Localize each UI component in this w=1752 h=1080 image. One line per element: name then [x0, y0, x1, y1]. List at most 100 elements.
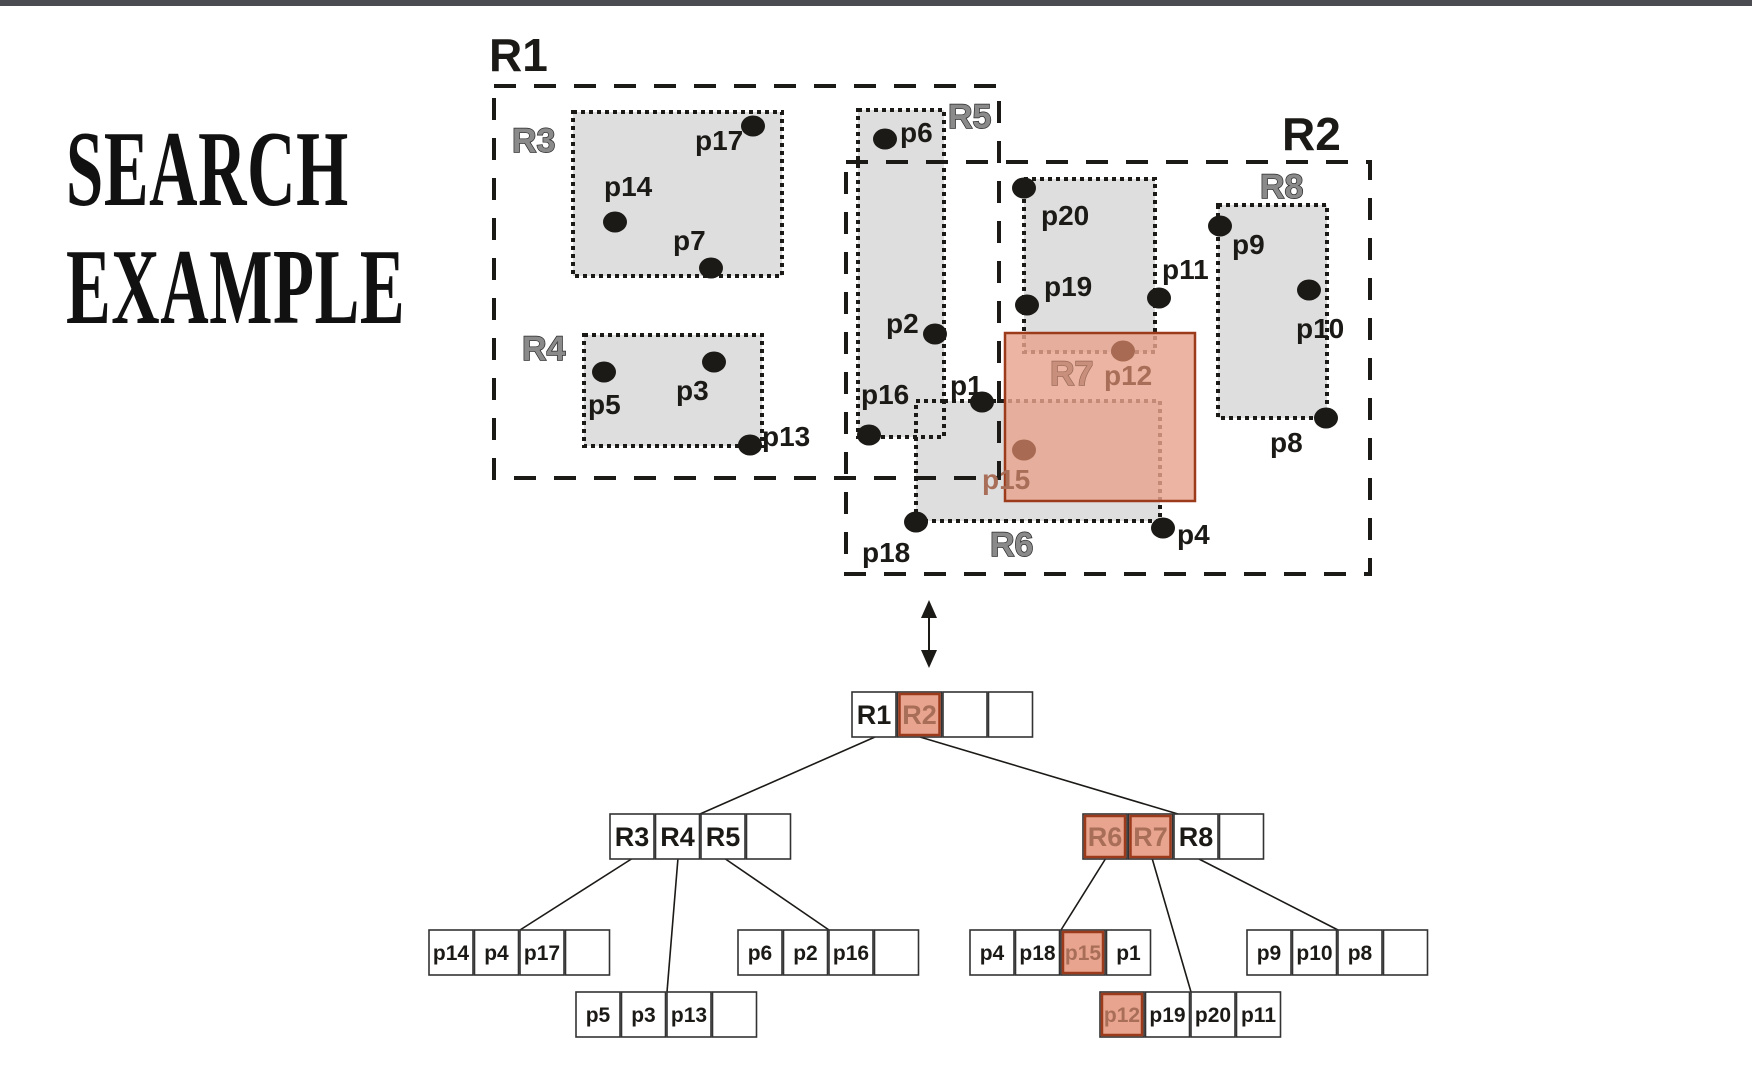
region-label-r3: R3 — [512, 122, 555, 160]
top-bar — [0, 0, 1752, 6]
point-p4 — [1151, 517, 1175, 539]
tree-cell-label: p14 — [433, 942, 470, 965]
tree-cell — [575, 991, 621, 1038]
region-fill-r8 — [1218, 205, 1327, 418]
region-fill-r3 — [573, 112, 782, 276]
tree-cell — [987, 691, 1034, 738]
point-p17 — [741, 115, 765, 137]
tree-cell — [942, 691, 988, 738]
tree-cell-label: p18 — [1019, 942, 1056, 965]
point-label-p7: p7 — [673, 225, 706, 256]
tree-cell-highlight — [1100, 992, 1144, 1037]
point-label-p9: p9 — [1232, 229, 1265, 260]
tree-cell — [851, 691, 897, 738]
tree-cell — [654, 813, 701, 860]
edge-r8-leaf — [1196, 857, 1339, 931]
region-box-r8 — [1216, 203, 1329, 420]
point-p14 — [603, 211, 627, 233]
point-label-p11: p11 — [1162, 254, 1209, 285]
tree-cell — [1190, 991, 1236, 1038]
point-p19 — [1015, 294, 1039, 316]
double-arrow-icon — [921, 600, 937, 668]
tree-cell — [1337, 929, 1383, 976]
point-label-p20: p20 — [1041, 200, 1089, 231]
tree-cell — [1014, 929, 1061, 976]
point-p15 — [1012, 439, 1036, 461]
point-p3 — [702, 351, 726, 373]
tree-cell-highlight — [1061, 930, 1105, 975]
tree-cell-label: R4 — [660, 822, 695, 852]
tree-cell-label: R1 — [857, 700, 892, 730]
tree-cell — [1382, 929, 1429, 976]
point-label-p3: p3 — [676, 375, 709, 406]
point-label-p16: p16 — [861, 379, 909, 410]
tree-cell-label: p15 — [1065, 942, 1102, 965]
tree-cell — [428, 929, 474, 976]
tree-cell-label: p11 — [1241, 1004, 1276, 1027]
tree-cell — [737, 929, 783, 976]
point-label-p18: p18 — [862, 537, 910, 568]
point-label-p15: p15 — [982, 464, 1030, 495]
point-label-p19: p19 — [1044, 271, 1092, 302]
tree-cell — [1291, 929, 1338, 976]
tree-cell — [609, 813, 655, 860]
tree-cell — [1235, 991, 1282, 1038]
tree-root-node: R1 R2 — [851, 691, 1034, 738]
region-label-r5: R5 — [948, 98, 991, 136]
tree-cell — [1144, 991, 1191, 1038]
region-box-r1 — [492, 84, 1001, 480]
title-line-1: SEARCH — [66, 110, 349, 229]
region-label-r8: R8 — [1260, 168, 1303, 206]
tree-cell — [519, 929, 565, 976]
point-label-p1: p1 — [950, 370, 983, 401]
edge-r2-node — [919, 736, 1179, 815]
point-p7 — [699, 257, 723, 279]
edge-r1-node — [699, 736, 876, 815]
tree-cell — [1173, 813, 1219, 860]
point-label-p13: p13 — [762, 421, 810, 452]
tree-cell — [745, 813, 792, 860]
edge-r4-leaf — [666, 857, 679, 993]
point-p2 — [923, 323, 947, 345]
point-label-p14: p14 — [604, 171, 653, 202]
point-p11 — [1147, 287, 1171, 309]
region-fill-r7 — [1024, 179, 1155, 352]
region-label-r4: R4 — [522, 330, 566, 368]
arrow-head-up — [921, 600, 937, 618]
tree-cell-label: p8 — [1348, 942, 1373, 965]
point-p8 — [1314, 407, 1338, 429]
region-box-r3 — [571, 110, 784, 278]
point-p16 — [857, 424, 881, 446]
query-rectangle — [1003, 331, 1197, 503]
region-box-r4 — [582, 333, 764, 448]
tree-cell — [969, 929, 1015, 976]
tree-cell-label: p5 — [586, 1004, 611, 1027]
point-p5 — [592, 361, 616, 383]
title-line-2: EXAMPLE — [66, 228, 406, 347]
tree-cell-label: R7 — [1133, 822, 1168, 852]
tree-cell — [666, 991, 712, 1038]
tree-cell-label: R2 — [902, 700, 937, 730]
tree-cell — [1246, 929, 1292, 976]
region-label-r1: R1 — [489, 29, 548, 81]
tree-cell — [473, 929, 520, 976]
tree-cell-label: p9 — [1257, 942, 1282, 965]
point-p20 — [1012, 177, 1036, 199]
tree-cell-label: p6 — [748, 942, 773, 965]
spatial-view: R1R2R3R4R5R6R7R8p1p2p3p4p5p6p7p8p9p10p11… — [489, 29, 1372, 576]
tree-cell-label: p10 — [1296, 942, 1332, 965]
tree-cell — [1218, 813, 1265, 860]
point-p18 — [904, 511, 928, 533]
region-label-r6: R6 — [990, 526, 1033, 564]
tree-cell-label: p19 — [1149, 1004, 1185, 1027]
tree-cell-label: p2 — [793, 942, 818, 965]
tree-cell-label: p1 — [1116, 942, 1141, 965]
tree-cell-highlight — [1129, 814, 1172, 859]
tree-cell — [711, 991, 758, 1038]
tree-cell-label: p20 — [1195, 1004, 1231, 1027]
